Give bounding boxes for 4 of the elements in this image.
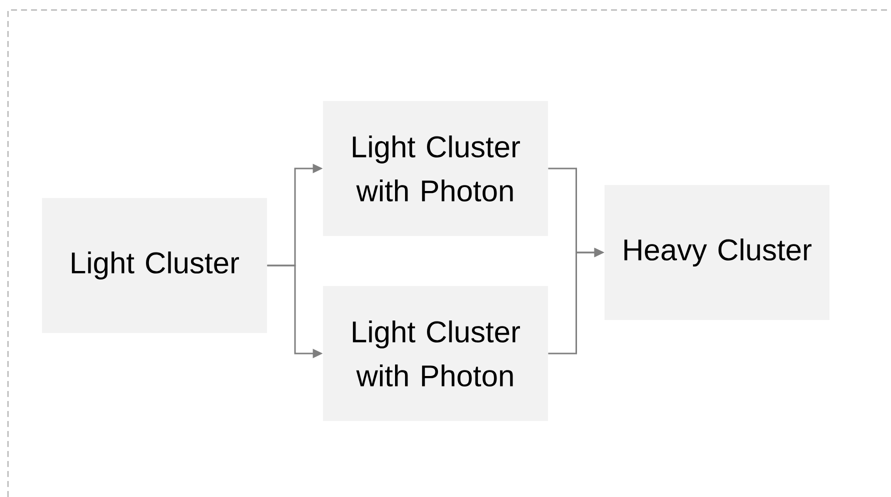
process-box: Heavy Cluster	[604, 184, 830, 320]
process-box: Light Cluster with Photon	[323, 101, 548, 236]
process-box: Light Cluster with Photon	[323, 286, 548, 421]
process-box: Light Cluster	[42, 198, 267, 333]
